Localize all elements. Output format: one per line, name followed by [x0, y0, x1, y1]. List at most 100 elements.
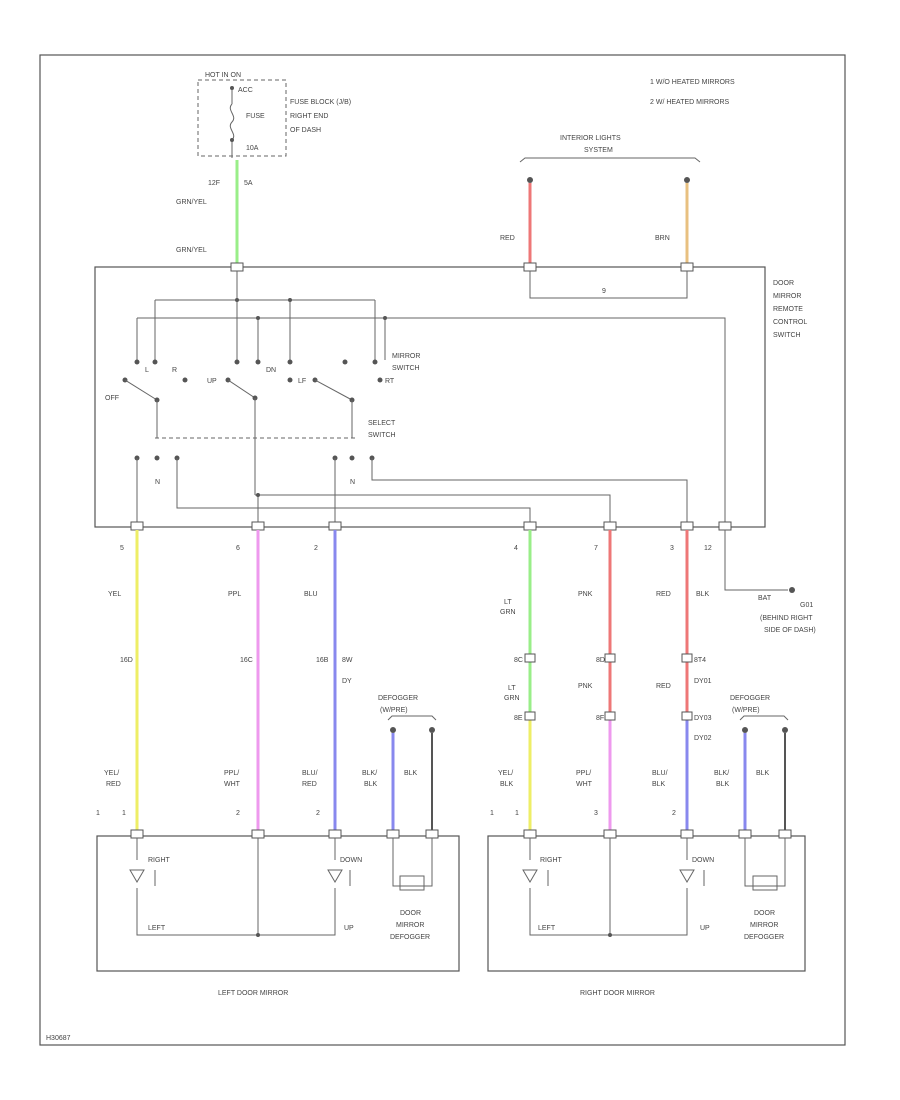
- label-n1: N: [155, 479, 160, 486]
- ll-motor-down: DOWN: [340, 857, 362, 864]
- label-lt-grn-2: GRN: [500, 609, 516, 616]
- pin-6: 3: [670, 545, 674, 552]
- lr-label-3a: BLU/: [652, 770, 668, 777]
- connector-8f: 8F: [596, 715, 604, 722]
- footer-code: H30687: [46, 1035, 71, 1042]
- label-pnk: PNK: [578, 591, 593, 598]
- ll-label-4b: BLK: [364, 781, 378, 788]
- fuse-amp-label: 10A: [246, 145, 259, 152]
- fuse-block-line-3: OF DASH: [290, 127, 321, 134]
- remote-switch-title-5: SWITCH: [773, 332, 801, 339]
- label-brn-interior: BRN: [655, 235, 670, 242]
- connector-dy01: DY01: [694, 678, 712, 685]
- ll-defog-3: DEFOGGER: [390, 934, 430, 941]
- label-up: UP: [207, 378, 217, 385]
- connector-dy: DY: [342, 678, 352, 685]
- hot-in-on-label: HOT IN ON: [205, 72, 241, 79]
- ll-pin-2: 1: [122, 810, 126, 817]
- connector-8t4: 8T4: [694, 657, 706, 664]
- lr-label-2a: PPL/: [576, 770, 591, 777]
- remote-switch-title-3: REMOTE: [773, 306, 803, 313]
- acc-label: ACC: [238, 87, 253, 94]
- mirror-switch-label-2: SWITCH: [392, 365, 420, 372]
- connector-8c: 8C: [514, 657, 523, 664]
- lr-pin-4: 2: [672, 810, 676, 817]
- fuse-block-line-1: FUSE BLOCK (J/B): [290, 99, 351, 106]
- pin-3: 2: [314, 545, 318, 552]
- connector-5a: 5A: [244, 180, 253, 187]
- select-switch-label-1: SELECT: [368, 420, 396, 427]
- right-defogger-title-2: (W/PRE): [732, 707, 760, 714]
- label-dn: DN: [266, 367, 276, 374]
- lr-label-2b: WHT: [576, 781, 593, 788]
- connector-8w: 8W: [342, 657, 353, 664]
- left-defogger-title-1: DEFOGGER: [378, 695, 418, 702]
- interior-lights-title-2: SYSTEM: [584, 147, 613, 154]
- wire-grn-yel-lower: GRN/YEL: [176, 247, 207, 254]
- ll-bottom-up: UP: [344, 925, 354, 932]
- ll-label-3a: BLU/: [302, 770, 318, 777]
- connector-16b: 16B: [316, 657, 329, 664]
- connector-12f: 12F: [208, 180, 220, 187]
- ll-defog-1: DOOR: [400, 910, 421, 917]
- pin-1: 5: [120, 545, 124, 552]
- mirror-switch: [122, 359, 383, 403]
- label-lt-grn-b-1: LT: [508, 685, 516, 692]
- lr-pin-2: 1: [515, 810, 519, 817]
- ground-tag: BAT: [758, 595, 772, 602]
- ground-label: G01: [800, 602, 813, 609]
- ll-defog-2: MIRROR: [396, 922, 424, 929]
- lr-motor-right: RIGHT: [540, 857, 563, 864]
- pin-4: 4: [514, 545, 518, 552]
- lr-pin-3: 3: [594, 810, 598, 817]
- select-switch-label-2: SWITCH: [368, 432, 396, 439]
- lr-bottom-left: LEFT: [538, 925, 556, 932]
- label-n2: N: [350, 479, 355, 486]
- ll-label-1b: RED: [106, 781, 121, 788]
- label-red-b: RED: [656, 683, 671, 690]
- ll-label-2a: PPL/: [224, 770, 239, 777]
- lr-label-5: BLK: [756, 770, 770, 777]
- ll-pin-4: 2: [316, 810, 320, 817]
- ground-note-1: (BEHIND RIGHT: [760, 615, 813, 622]
- lr-label-3b: BLK: [652, 781, 666, 788]
- right-door-mirror-title: RIGHT DOOR MIRROR: [580, 990, 655, 997]
- label-blu: BLU: [304, 591, 318, 598]
- outer-frame: [39, 54, 846, 1046]
- pin-7: 12: [704, 545, 712, 552]
- inline-connectors: [524, 653, 693, 721]
- label-off: OFF: [105, 395, 119, 402]
- connector-dy02: DY02: [694, 735, 712, 742]
- left-door-mirror: [96, 829, 460, 972]
- connector-dy03: DY03: [694, 715, 712, 722]
- ll-pin-1: 1: [96, 810, 100, 817]
- ll-pin-3: 2: [236, 810, 240, 817]
- label-rt: RT: [385, 378, 395, 385]
- label-blk: BLK: [696, 591, 710, 598]
- label-red-interior: RED: [500, 235, 515, 242]
- pin-5: 7: [594, 545, 598, 552]
- label-red: RED: [656, 591, 671, 598]
- lr-label-4a: BLK/: [714, 770, 729, 777]
- lr-motor-down: DOWN: [692, 857, 714, 864]
- ll-bottom-left: LEFT: [148, 925, 166, 932]
- label-r: R: [172, 367, 177, 374]
- fuse-label: FUSE: [246, 113, 265, 120]
- left-defogger-title-2: (W/PRE): [380, 707, 408, 714]
- label-pnk-b: PNK: [578, 683, 593, 690]
- label-lt-grn-1: LT: [504, 599, 512, 606]
- connector-16c: 16C: [240, 657, 253, 664]
- label-lf: LF: [298, 378, 306, 385]
- mirror-switch-label-1: MIRROR: [392, 353, 420, 360]
- interior-lights-title-1: INTERIOR LIGHTS: [560, 135, 621, 142]
- remote-switch-title-1: DOOR: [773, 280, 794, 287]
- label-yel: YEL: [108, 591, 121, 598]
- lr-label-1b: BLK: [500, 781, 514, 788]
- label-lt-grn-b-2: GRN: [504, 695, 520, 702]
- ll-label-1a: YEL/: [104, 770, 119, 777]
- connector-8d: 8D: [596, 657, 605, 664]
- legend-line-1: 1 W/O HEATED MIRRORS: [650, 79, 735, 86]
- ll-motor-right: RIGHT: [148, 857, 171, 864]
- right-defogger-title-1: DEFOGGER: [730, 695, 770, 702]
- loop-label: 9: [602, 288, 606, 295]
